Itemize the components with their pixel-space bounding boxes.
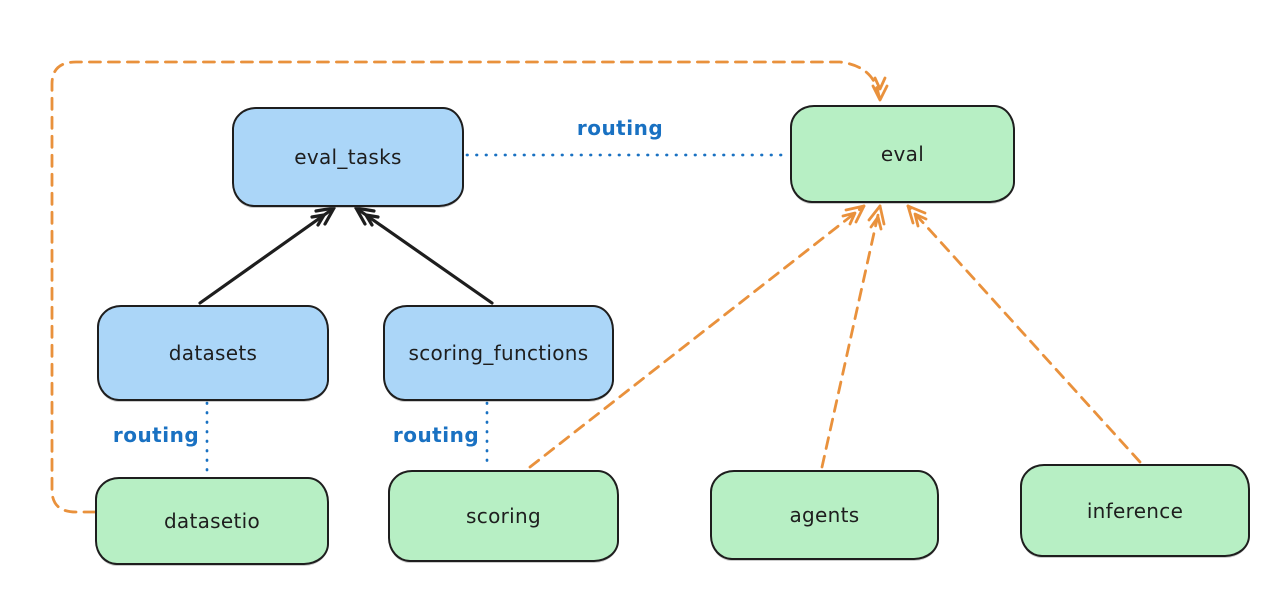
- node-scoring-label: scoring: [466, 504, 541, 528]
- routing-label-eval-tasks-eval: routing: [576, 116, 664, 140]
- edge-inference-to-eval-arrow: [906, 204, 1142, 464]
- node-datasetio: datasetio: [95, 477, 329, 565]
- node-eval-label: eval: [880, 142, 925, 166]
- node-datasetio-label: datasetio: [163, 509, 261, 533]
- routing-label-scoring-functions-scoring: routing: [392, 423, 480, 447]
- node-agents-label: agents: [789, 503, 860, 527]
- edge-datasetio-to-eval-loop-arrow: [50, 60, 889, 514]
- node-eval-tasks-label: eval_tasks: [294, 145, 402, 169]
- node-eval-tasks: eval_tasks: [232, 107, 464, 207]
- edge-scoring-to-eval-arrow: [528, 204, 866, 469]
- node-eval: eval: [790, 105, 1015, 203]
- edge-scoring-functions-to-eval-tasks-arrow: [354, 206, 494, 305]
- node-scoring: scoring: [388, 470, 619, 562]
- node-agents: agents: [710, 470, 939, 560]
- edge-datasets-to-eval-tasks-arrow: [198, 206, 336, 305]
- edge-agents-to-eval-arrow: [820, 204, 886, 469]
- node-scoring-functions-label: scoring_functions: [408, 341, 589, 365]
- node-datasets: datasets: [97, 305, 329, 401]
- routing-label-datasets-datasetio: routing: [112, 423, 200, 447]
- node-inference: inference: [1020, 464, 1250, 557]
- node-inference-label: inference: [1086, 498, 1184, 523]
- node-datasets-label: datasets: [168, 341, 258, 365]
- node-scoring-functions: scoring_functions: [383, 305, 614, 401]
